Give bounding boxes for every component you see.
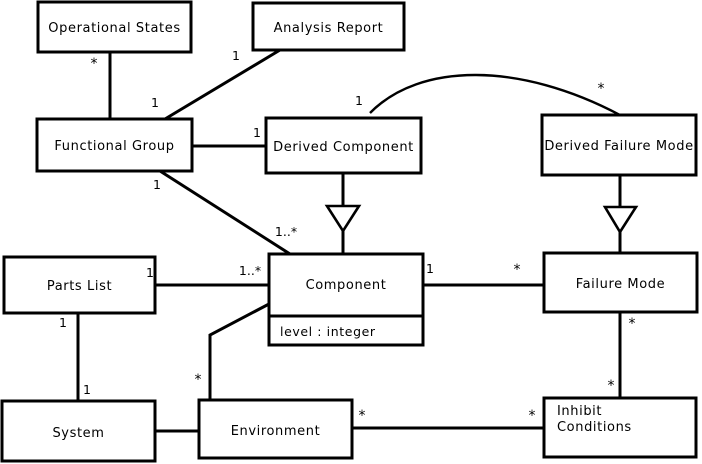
- class-box-system[interactable]: [0, 399, 157, 463]
- class-box-parts-list[interactable]: [2, 255, 157, 315]
- class-label-analysis-report: Analysis Report: [274, 21, 384, 36]
- class-label-system: System: [52, 426, 104, 441]
- class-box-environment[interactable]: [197, 398, 354, 460]
- class-label-operational-states: Operational States: [48, 21, 180, 36]
- multiplicity-functional-group-operational-states-end: 1: [151, 95, 159, 110]
- gen-triangle-derived-component-component: [324, 204, 362, 234]
- multiplicity-component-failure-mode-left: 1: [426, 261, 434, 276]
- class-environment[interactable]: Environment: [197, 398, 354, 460]
- class-box-failure-mode[interactable]: [542, 251, 699, 314]
- class-label-component: Component: [306, 278, 387, 293]
- assoc-functional-group-component[interactable]: [159, 169, 291, 256]
- class-box-analysis-report[interactable]: [251, 1, 406, 52]
- multiplicity-component-failure-mode-right: *: [514, 262, 521, 278]
- multiplicity-parts-list-component-end: 1: [146, 265, 154, 280]
- class-functional-group[interactable]: Functional Group: [35, 117, 194, 173]
- assoc-component-environment[interactable]: [208, 302, 270, 400]
- class-label-failure-mode: Failure Mode: [576, 277, 666, 292]
- assoc-analysis-report-functional-group[interactable]: [164, 48, 281, 121]
- multiplicity-derived-failure-mode-end: *: [598, 81, 605, 97]
- class-box-derived-component[interactable]: [264, 116, 423, 175]
- class-box-component[interactable]: [267, 252, 425, 318]
- class-inhibit-conditions[interactable]: Inhibit Conditions: [542, 396, 698, 459]
- class-failure-mode[interactable]: Failure Mode: [542, 251, 699, 314]
- class-operational-states[interactable]: Operational States: [36, 0, 193, 54]
- class-box-inhibit-conditions[interactable]: [542, 396, 698, 459]
- connector-layer: [76, 48, 639, 433]
- class-label-environment: Environment: [231, 424, 321, 439]
- multiplicity-environment-inhibit-right: *: [529, 408, 536, 424]
- multiplicity-analysis-report-functional-group-end: 1: [232, 48, 240, 63]
- multiplicity-operational-states-end: *: [91, 56, 98, 72]
- multiplicity-functional-group-component-end: 1: [153, 177, 161, 192]
- multiplicity-environment-inhibit-left: *: [359, 408, 366, 424]
- multiplicity-derived-component-end: 1: [253, 125, 261, 140]
- class-analysis-report[interactable]: Analysis Report: [251, 1, 406, 52]
- class-label-functional-group: Functional Group: [54, 139, 174, 154]
- class-label-derived-component: Derived Component: [273, 140, 414, 155]
- gen-triangle-derived-failure-mode-failure-mode: [602, 205, 639, 235]
- class-derived-component[interactable]: Derived Component: [264, 116, 423, 175]
- multiplicity-parts-list-system-bottom: 1: [83, 382, 91, 397]
- multiplicity-functional-group-derived-failure-mode-end: 1: [355, 93, 363, 108]
- class-component[interactable]: Component level : integer: [267, 252, 425, 347]
- class-box-functional-group[interactable]: [35, 117, 194, 173]
- multiplicity-component-environment-end: *: [195, 372, 202, 388]
- class-system[interactable]: System: [0, 399, 157, 463]
- class-attributes-compartment-component: [267, 314, 425, 347]
- class-label-inhibit-conditions-line1: Inhibit: [557, 404, 602, 419]
- multiplicity-layer: * 1 1 1 1 * 1 1..* 1 1..* 1 1 1 * * * * …: [59, 48, 635, 424]
- multiplicity-failure-mode-inhibit-top: *: [629, 316, 636, 332]
- class-label-parts-list: Parts List: [47, 279, 112, 294]
- class-box-operational-states[interactable]: [36, 0, 193, 54]
- multiplicity-component-functional-group-end: 1..*: [275, 224, 297, 239]
- class-derived-failure-mode[interactable]: Derived Failure Mode: [540, 113, 698, 177]
- class-box-derived-failure-mode[interactable]: [540, 113, 698, 177]
- multiplicity-failure-mode-inhibit-bottom: *: [608, 378, 615, 394]
- class-attribute-component-level: level : integer: [280, 324, 376, 339]
- class-label-inhibit-conditions-line2: Conditions: [557, 420, 632, 435]
- class-label-derived-failure-mode: Derived Failure Mode: [544, 139, 693, 154]
- assoc-functional-group-derived-failure-mode[interactable]: [369, 73, 621, 117]
- class-parts-list[interactable]: Parts List: [2, 255, 157, 315]
- multiplicity-parts-list-system-top: 1: [59, 315, 67, 330]
- multiplicity-component-parts-list-end: 1..*: [239, 263, 261, 278]
